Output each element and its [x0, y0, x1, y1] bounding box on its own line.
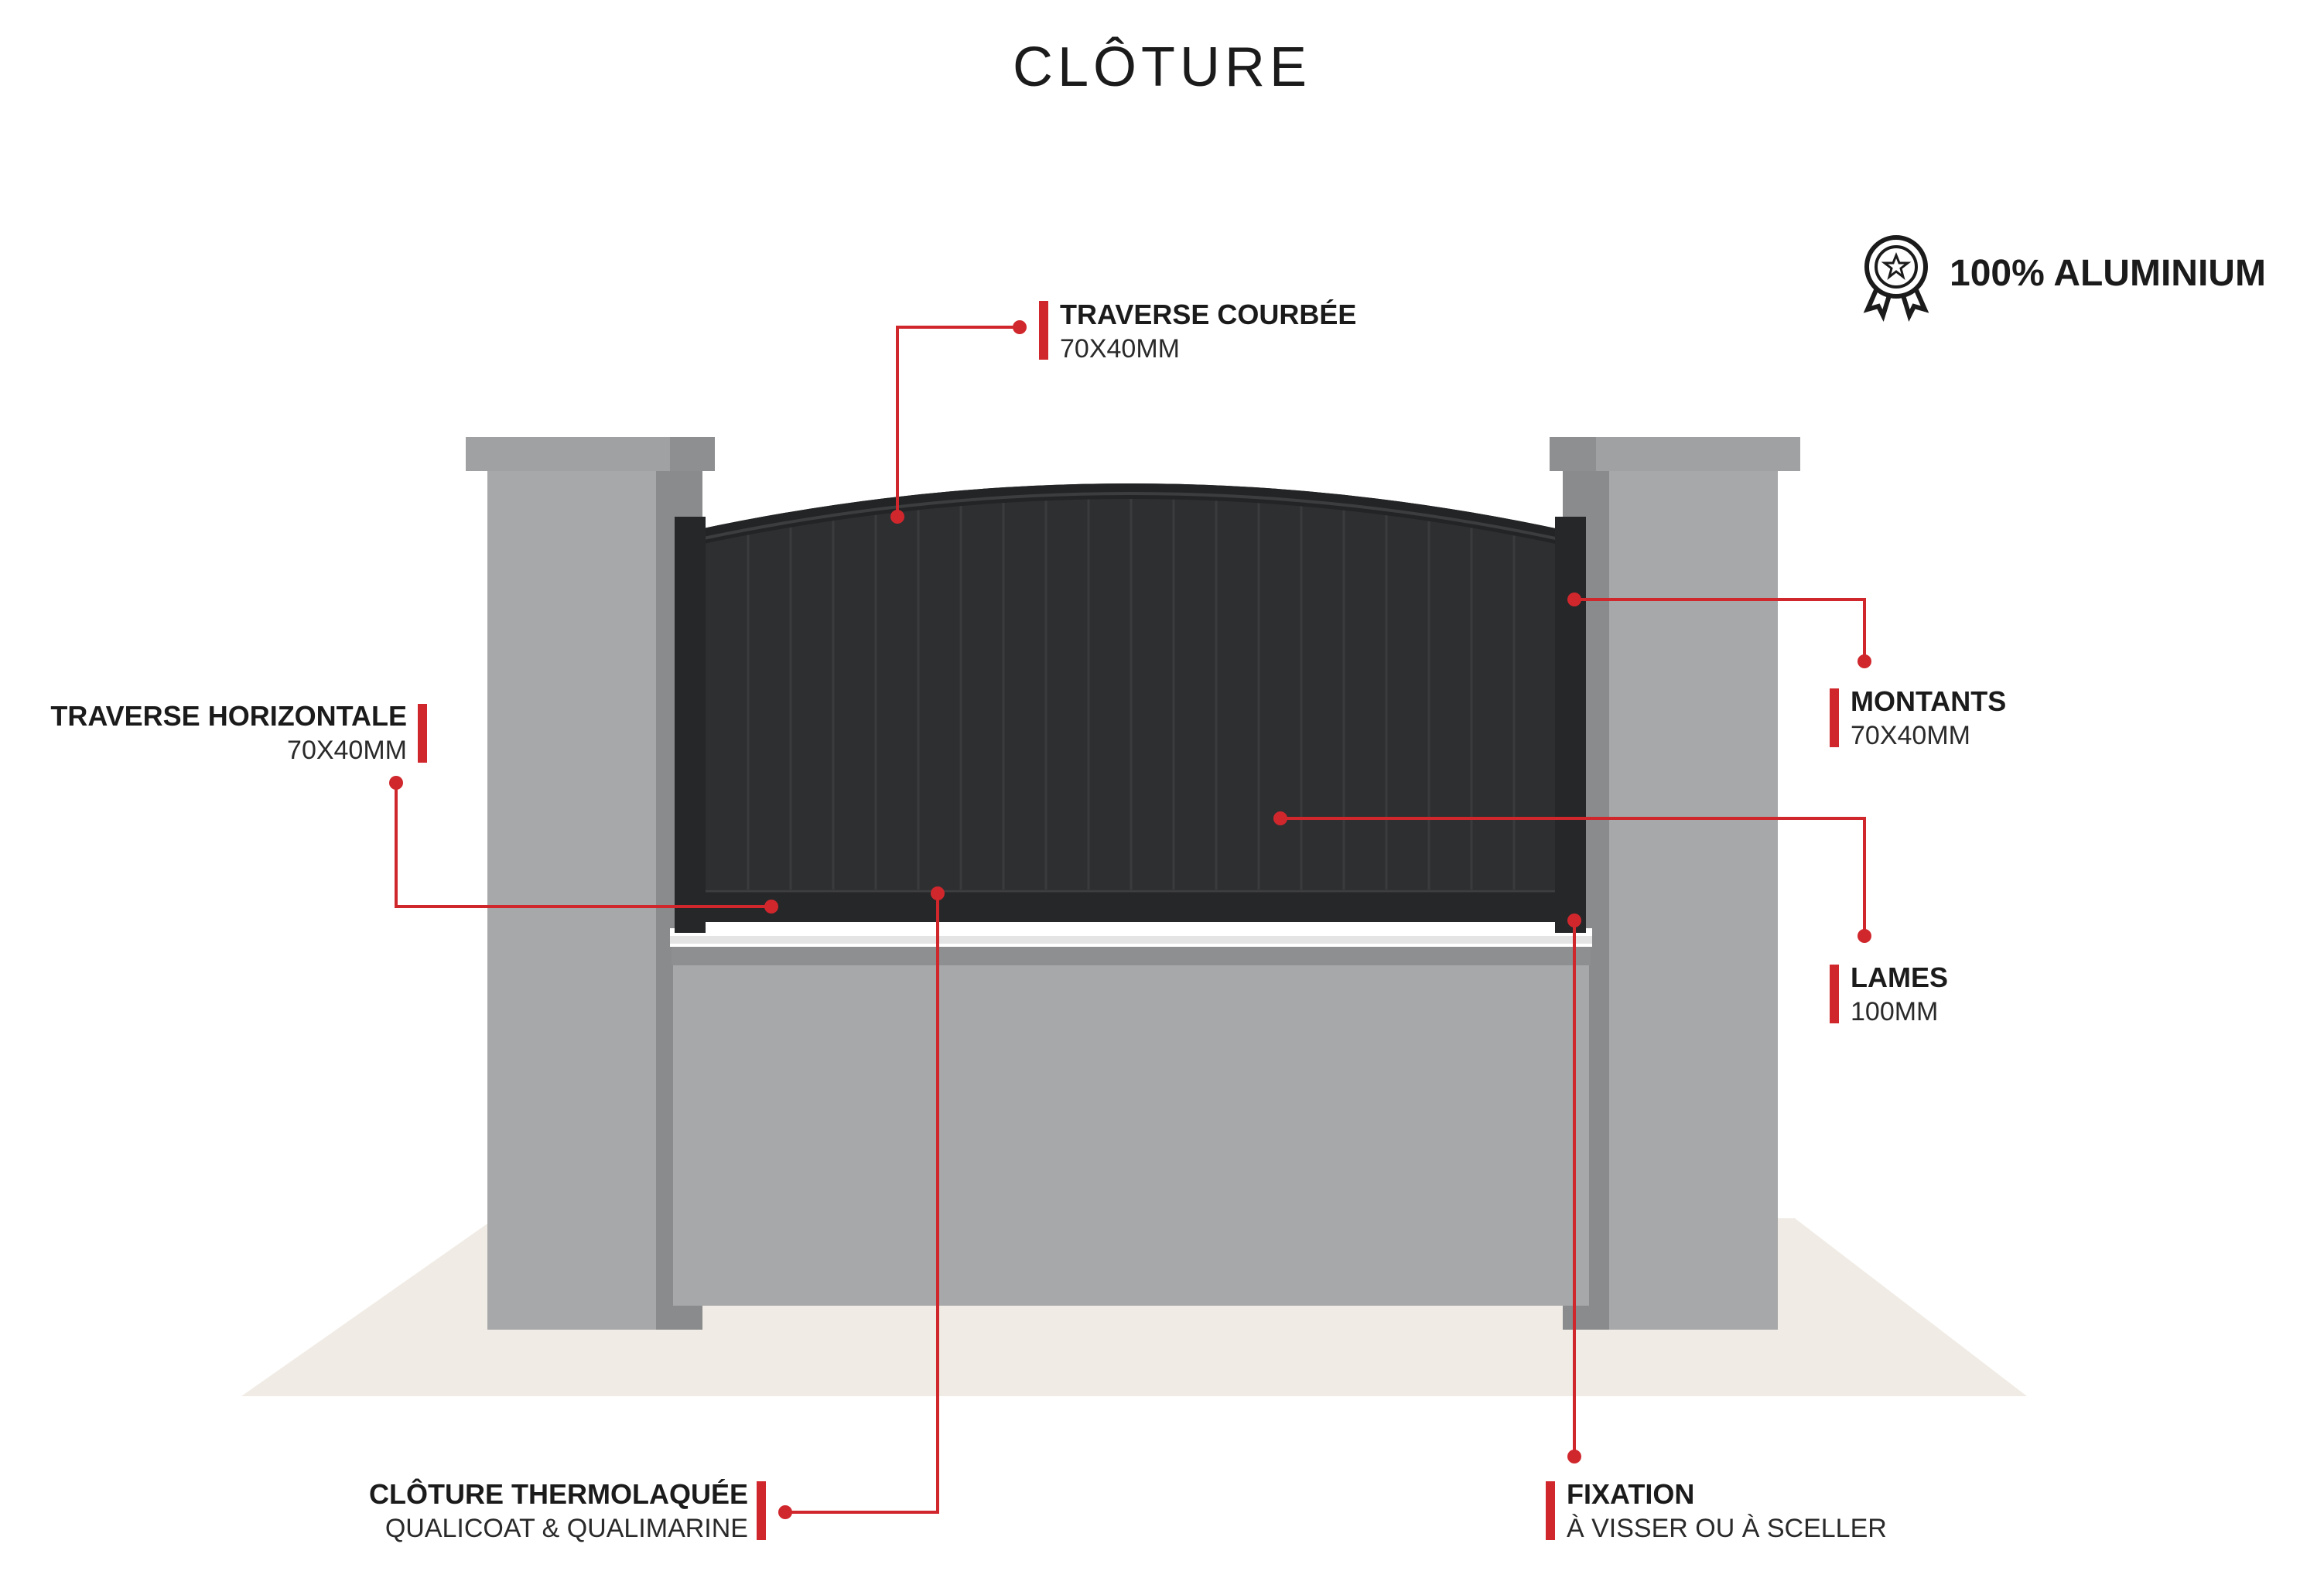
badge-text: 100% ALUMINIUM [1950, 253, 2266, 294]
callout-fixation: FIXATION À VISSER OU À SCELLER [1567, 1477, 1887, 1545]
leader-lines [395, 326, 1866, 1514]
callout-dim: À VISSER OU À SCELLER [1567, 1514, 1887, 1543]
callout-traverse-horizontale: TRAVERSE HORIZONTALE 70X40MM [50, 699, 407, 767]
callout-label: LAMES [1851, 961, 1948, 993]
fence-panel [675, 483, 1586, 933]
callout-dim: 70X40MM [1060, 334, 1180, 364]
callout-label: FIXATION [1567, 1478, 1695, 1510]
callout-traverse-courbee: TRAVERSE COURBÉE 70X40MM [1060, 298, 1356, 366]
callout-dim: 100MM [1851, 997, 1939, 1026]
callout-dots [389, 320, 1871, 1519]
callout-dim: 70X40MM [287, 736, 407, 765]
callout-label: MONTANTS [1851, 685, 2007, 717]
slats [747, 499, 1516, 890]
curved-rail [696, 483, 1563, 545]
page-title: CLÔTURE [1012, 36, 1312, 98]
callout-dim: QUALICOAT & QUALIMARINE [384, 1514, 748, 1543]
callout-lames: LAMES 100MM [1851, 961, 1948, 1029]
right-post [1555, 517, 1586, 933]
award-ribbon-icon [1863, 235, 1929, 323]
callout-label: CLÔTURE THERMOLAQUÉE [369, 1478, 748, 1510]
callout-dim: 70X40MM [1851, 721, 1970, 750]
callout-cloture-thermolaquee: CLÔTURE THERMOLAQUÉE QUALICOAT & QUALIMA… [369, 1477, 748, 1545]
low-wall [670, 928, 1592, 1306]
callout-label: TRAVERSE HORIZONTALE [50, 700, 407, 732]
label-bars [418, 301, 1839, 1540]
callout-montants: MONTANTS 70X40MM [1851, 685, 2006, 753]
callout-label: TRAVERSE COURBÉE [1060, 299, 1357, 330]
horizontal-rail [696, 890, 1563, 922]
left-post [675, 517, 706, 933]
